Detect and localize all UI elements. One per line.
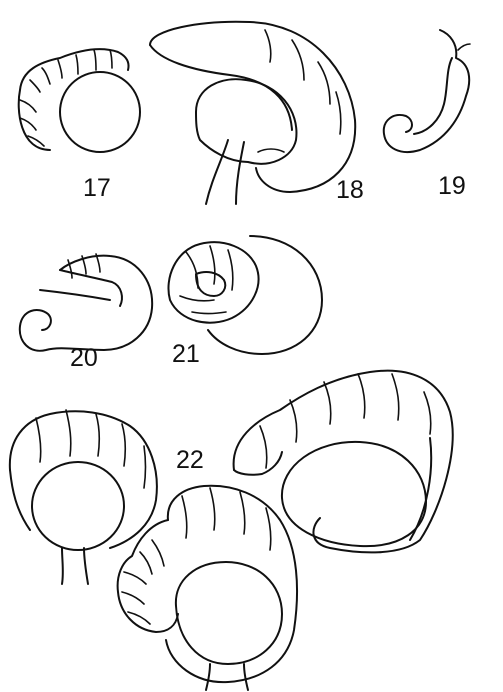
figure-19-drawing	[384, 30, 470, 152]
figure-18-drawing	[150, 22, 355, 204]
figure-21-drawing	[168, 236, 322, 354]
figure-22-drawing	[10, 371, 453, 690]
figure-22-label: 22	[176, 446, 204, 474]
figure-18-label: 18	[336, 176, 364, 204]
figure-21-label: 21	[172, 340, 200, 368]
figure-17-label: 17	[83, 174, 111, 202]
figure-20-label: 20	[70, 344, 98, 372]
figure-17-drawing	[19, 49, 140, 152]
figure-20-drawing	[20, 254, 152, 351]
figure-19-label: 19	[438, 172, 466, 200]
